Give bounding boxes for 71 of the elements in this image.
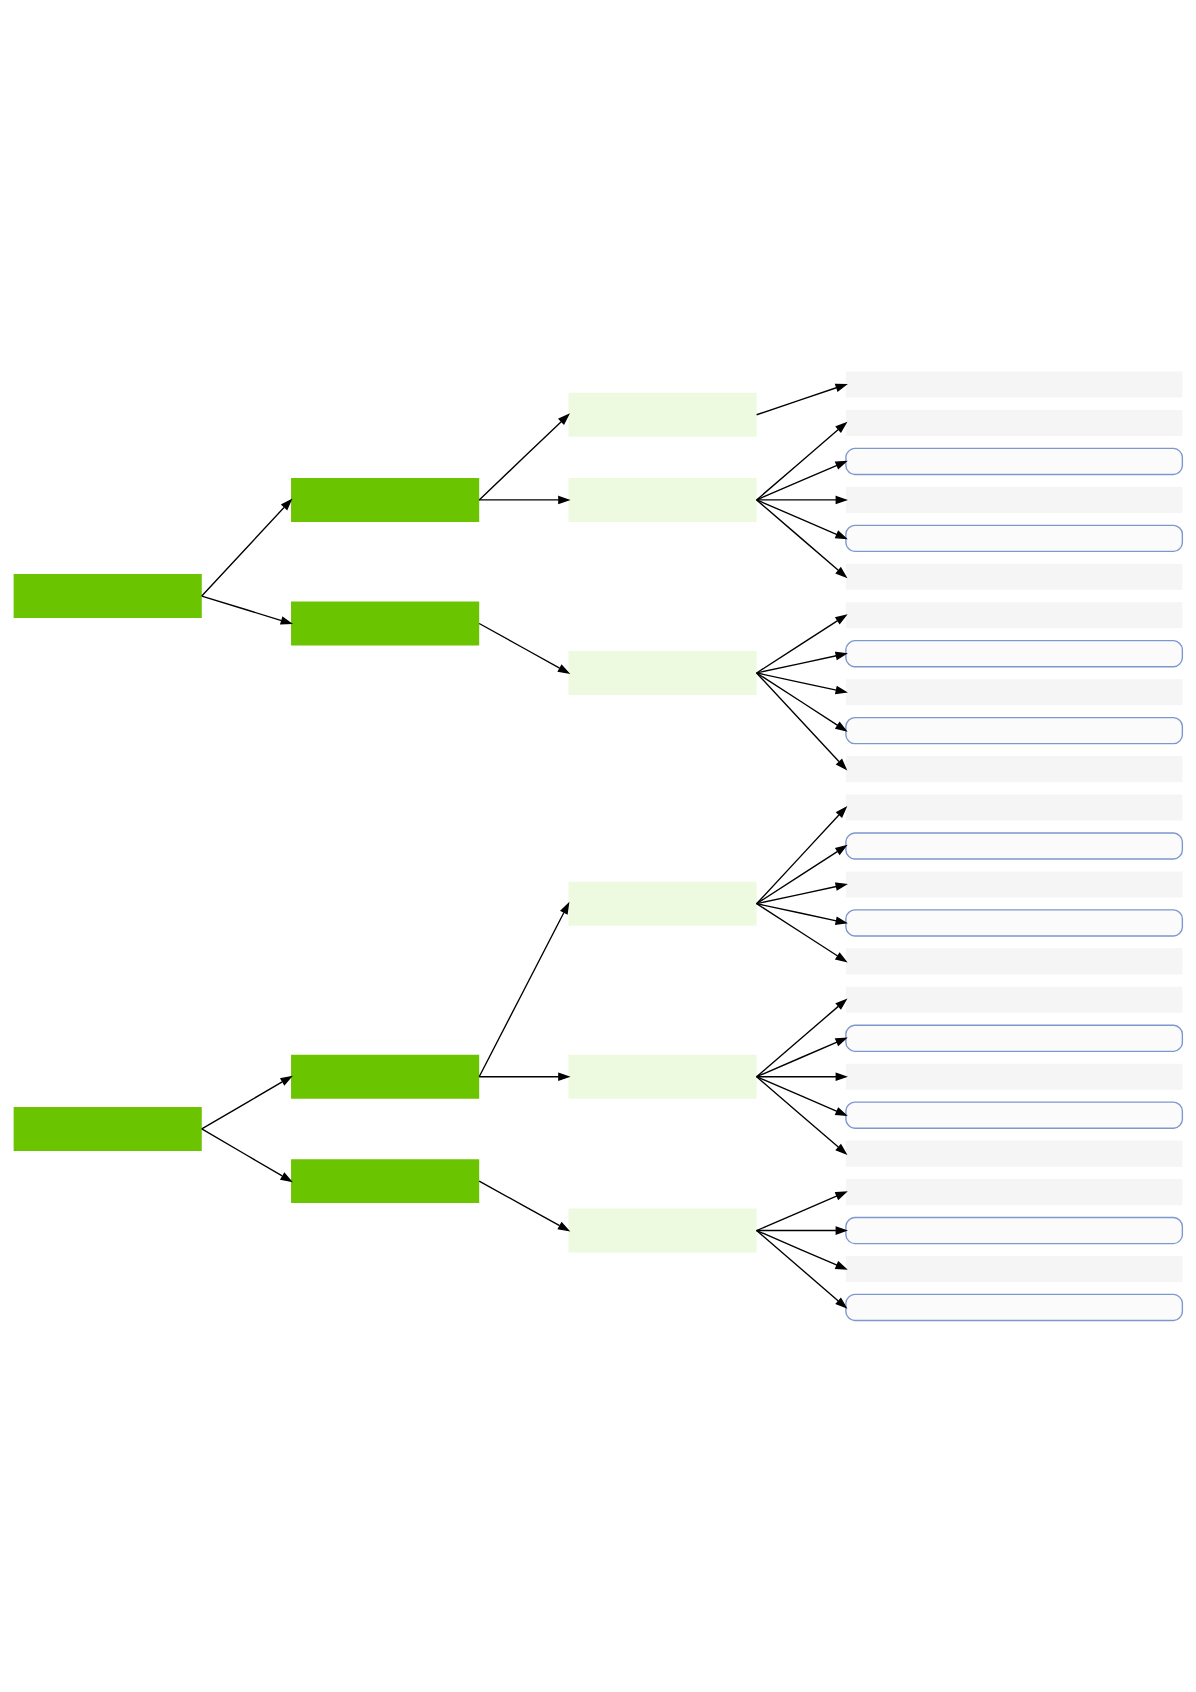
arrow [755,1229,848,1270]
arrow [755,499,848,540]
arrow [755,1072,848,1082]
node-box [291,477,480,522]
node-bar [845,948,1183,975]
arrow [478,1180,571,1232]
arrow [755,651,848,674]
node-box [291,1054,480,1099]
arrow [755,1076,848,1155]
node-box [13,1106,202,1151]
arrow [755,1191,848,1232]
node-bar [845,486,1183,513]
node-bar [845,1255,1183,1283]
node-bar [845,447,1184,476]
node-box [568,477,757,522]
arrow [201,1075,293,1130]
arrow [478,901,570,1078]
arrow [478,413,570,501]
arrow [201,498,293,597]
arrow [478,1072,571,1082]
node-bar [845,909,1184,937]
node-box [568,881,757,926]
arrow [201,1128,293,1183]
arrow [478,622,571,674]
node-bar [845,871,1183,898]
node-box [291,601,480,646]
arrow [755,844,848,905]
arrow [755,383,848,416]
node-bar [845,1140,1183,1167]
arrow [201,595,294,625]
node-bar [845,371,1183,398]
node-box [13,574,202,618]
node-bar [845,679,1183,706]
arrow [755,903,848,963]
node-bar [845,716,1184,745]
arrow [755,903,848,925]
arrow [478,495,571,505]
arrow [755,672,848,695]
arrow [755,460,848,501]
node-bar [845,1179,1183,1206]
node-bar [845,986,1183,1013]
node-box [568,651,757,695]
arrow [755,1037,848,1078]
arrow [755,421,848,501]
arrow [755,499,848,579]
node-bar [845,756,1183,783]
node-bar [845,1063,1183,1090]
node-bar [845,1216,1184,1245]
node-bar [845,602,1183,629]
node-bar [845,832,1184,860]
arrow [755,672,848,732]
arrow [755,672,848,771]
node-bar [845,640,1184,668]
arrow [755,1076,848,1116]
node-bar [845,1101,1184,1129]
arrow [755,1229,848,1309]
arrow [755,998,848,1078]
node-bar [845,794,1183,821]
node-bar [845,409,1183,437]
node-box [568,392,757,437]
node-bar [845,1293,1184,1322]
node-bar [845,1024,1184,1052]
arrow [755,614,848,674]
arrow [755,806,848,905]
arrow [755,495,848,505]
node-box [568,1054,757,1099]
node-bar [845,563,1183,590]
arrow [755,1226,848,1235]
node-bar [845,524,1184,553]
node-box [291,1159,480,1204]
node-box [568,1208,757,1253]
